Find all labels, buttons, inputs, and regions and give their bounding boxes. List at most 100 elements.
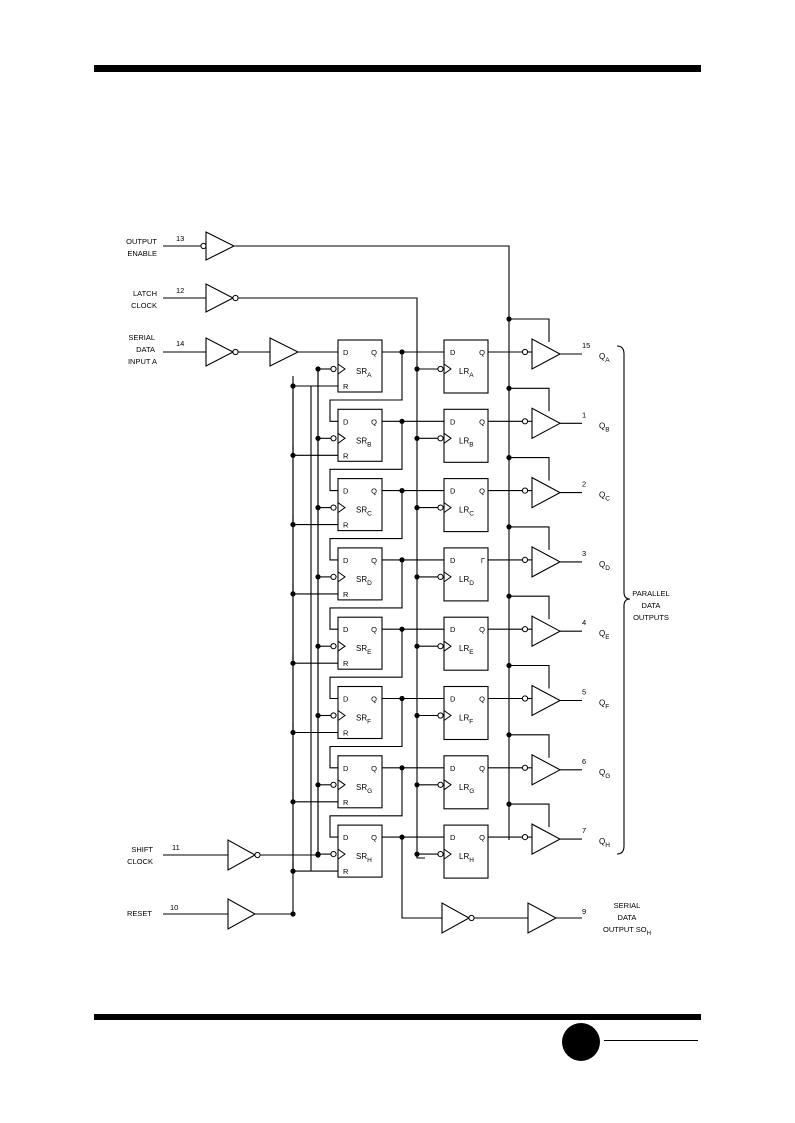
stage-b-shift-register-ff (337, 408, 383, 462)
stage-f-lr-d-pin: D (450, 695, 456, 704)
reset-buffer (227, 898, 257, 930)
serial-output-label: SERIAL (614, 901, 641, 910)
stage-c-sr-d-pin: D (343, 487, 349, 496)
junction-dot (506, 316, 512, 322)
parallel-outputs-label: PARALLEL (632, 589, 669, 598)
stage-b-sr-q-pin: Q (371, 417, 377, 426)
shift-clock-bus (260, 369, 319, 856)
stage-c-cascade-wire (329, 490, 403, 561)
stage-b-cascade-wire (329, 421, 403, 492)
stage-h-sr-q-pin: Q (371, 833, 377, 842)
stage-g-enable-wire (509, 734, 550, 758)
pin-13-number: 13 (176, 234, 184, 243)
stage-a-lr-d-pin: D (450, 348, 456, 357)
stage-h-lr-d-pin: D (450, 833, 456, 842)
junction-dot (290, 868, 296, 874)
stage-h-latch-register-ff (443, 824, 489, 879)
serial-output-inversion-bubble (468, 914, 475, 922)
stage-b-sr-d-pin: D (343, 417, 349, 426)
stage-g-latch-register-ff (443, 755, 489, 810)
latch-clock-buffer (205, 283, 235, 313)
stage-d-sr-r-pin: R (343, 590, 349, 599)
junction-dot (315, 505, 321, 511)
junction-dot (290, 911, 296, 917)
serial-output-inverter (441, 902, 471, 934)
clock-input-marker (443, 848, 452, 860)
stage-g-pin-number: 6 (582, 757, 586, 766)
clock-input-marker (443, 710, 452, 721)
junction-dot (506, 801, 512, 807)
stage-a-output-buffer (531, 338, 562, 370)
clock-input-marker (337, 432, 346, 444)
clock-input-marker (443, 640, 452, 652)
stage-a-cascade-wire (329, 352, 403, 422)
stage-c-enable-wire (509, 457, 550, 481)
stage-b-enable-wire (509, 387, 550, 412)
stage-b-sr-clock-bubble (330, 435, 337, 442)
stage-e-lr-q-pin: Q (479, 625, 485, 634)
stage-g-cascade-wire (329, 767, 403, 838)
junctions (290, 316, 512, 917)
stage-h-pin-number: 7 (582, 826, 586, 835)
junction-dot (506, 385, 512, 391)
stage-a-pin-number: 15 (582, 341, 590, 350)
junction-dot (414, 712, 420, 719)
stage-g-lr-clock-bubble (437, 781, 444, 788)
serial-output-buffer (527, 902, 558, 934)
stage-g-output-buffer (531, 753, 562, 786)
stage-f-output-buffer (531, 684, 562, 717)
stage-f-sr-r-pin: R (343, 729, 349, 738)
serial-input-inversion-bubble (232, 348, 239, 356)
junction-dot (315, 852, 321, 858)
junction-dot (399, 488, 405, 494)
serial-data-input-label: INPUT A (128, 357, 157, 366)
stage-g-sr-d-pin: D (343, 764, 349, 773)
stage-d-lr-q-bubble (521, 556, 529, 564)
junction-dot (399, 695, 405, 702)
stage-b-lr-d-pin: D (450, 417, 456, 426)
output-enable-bus (234, 245, 510, 840)
stage-a-sr-q-pin: Q (371, 348, 377, 357)
stage-h-sr-clock-bubble (330, 851, 337, 858)
stage-a-sr-clock-bubble (330, 365, 337, 373)
stage-d-enable-wire (509, 526, 550, 550)
latch-clock-label: LATCH (133, 289, 157, 298)
serial-output-label: OUTPUT SOH (603, 925, 651, 937)
output-enable-inversion-bubble (200, 242, 207, 250)
serial-data-input-label: DATA (136, 345, 155, 354)
stage-g-sr-r-pin: R (343, 798, 349, 807)
junction-dot (506, 524, 512, 530)
clock-input-marker (337, 640, 346, 652)
stage-e-lr-q-bubble (521, 626, 529, 633)
pin-11-number: 11 (172, 843, 180, 852)
stage-f-sr-d-pin: D (343, 695, 349, 704)
stage-c-sr-r-pin: R (343, 521, 349, 530)
clock-input-marker (337, 502, 346, 514)
junction-dot (290, 799, 296, 805)
components (200, 231, 631, 934)
stage-d-latch-register-ff (443, 547, 489, 602)
reset-label: RESET (127, 909, 152, 918)
shift-clock-inversion-bubble (254, 851, 261, 859)
stage-h-lr-q-bubble (521, 834, 529, 841)
junction-dot (290, 729, 296, 736)
stage-g-lr-d-pin: D (450, 764, 456, 773)
stage-b-lr-q-bubble (521, 418, 529, 425)
stage-e-latch-register-ff (443, 616, 489, 671)
junction-dot (399, 349, 405, 355)
stage-d-output-buffer (531, 545, 562, 578)
stage-g-lr-q-bubble (521, 764, 529, 771)
pin-9-number: 9 (582, 907, 586, 916)
clock-input-marker (443, 502, 452, 514)
stage-h-shift-register-ff (337, 824, 383, 878)
stage-b-pin-number: 1 (582, 410, 586, 419)
stage-h-lr-clock-bubble (437, 851, 444, 858)
stage-e-output-label: QE (599, 629, 610, 641)
stage-e-output-buffer (531, 615, 562, 648)
stage-e-lr-d-pin: D (450, 625, 456, 634)
page-marker-circle (562, 1023, 600, 1061)
stage-g-lr-q-pin: Q (479, 764, 485, 773)
stage-a-shift-register-ff (337, 339, 383, 393)
stage-d-lr-q-pin: Γ (481, 556, 485, 565)
stage-h-enable-wire (509, 803, 550, 828)
